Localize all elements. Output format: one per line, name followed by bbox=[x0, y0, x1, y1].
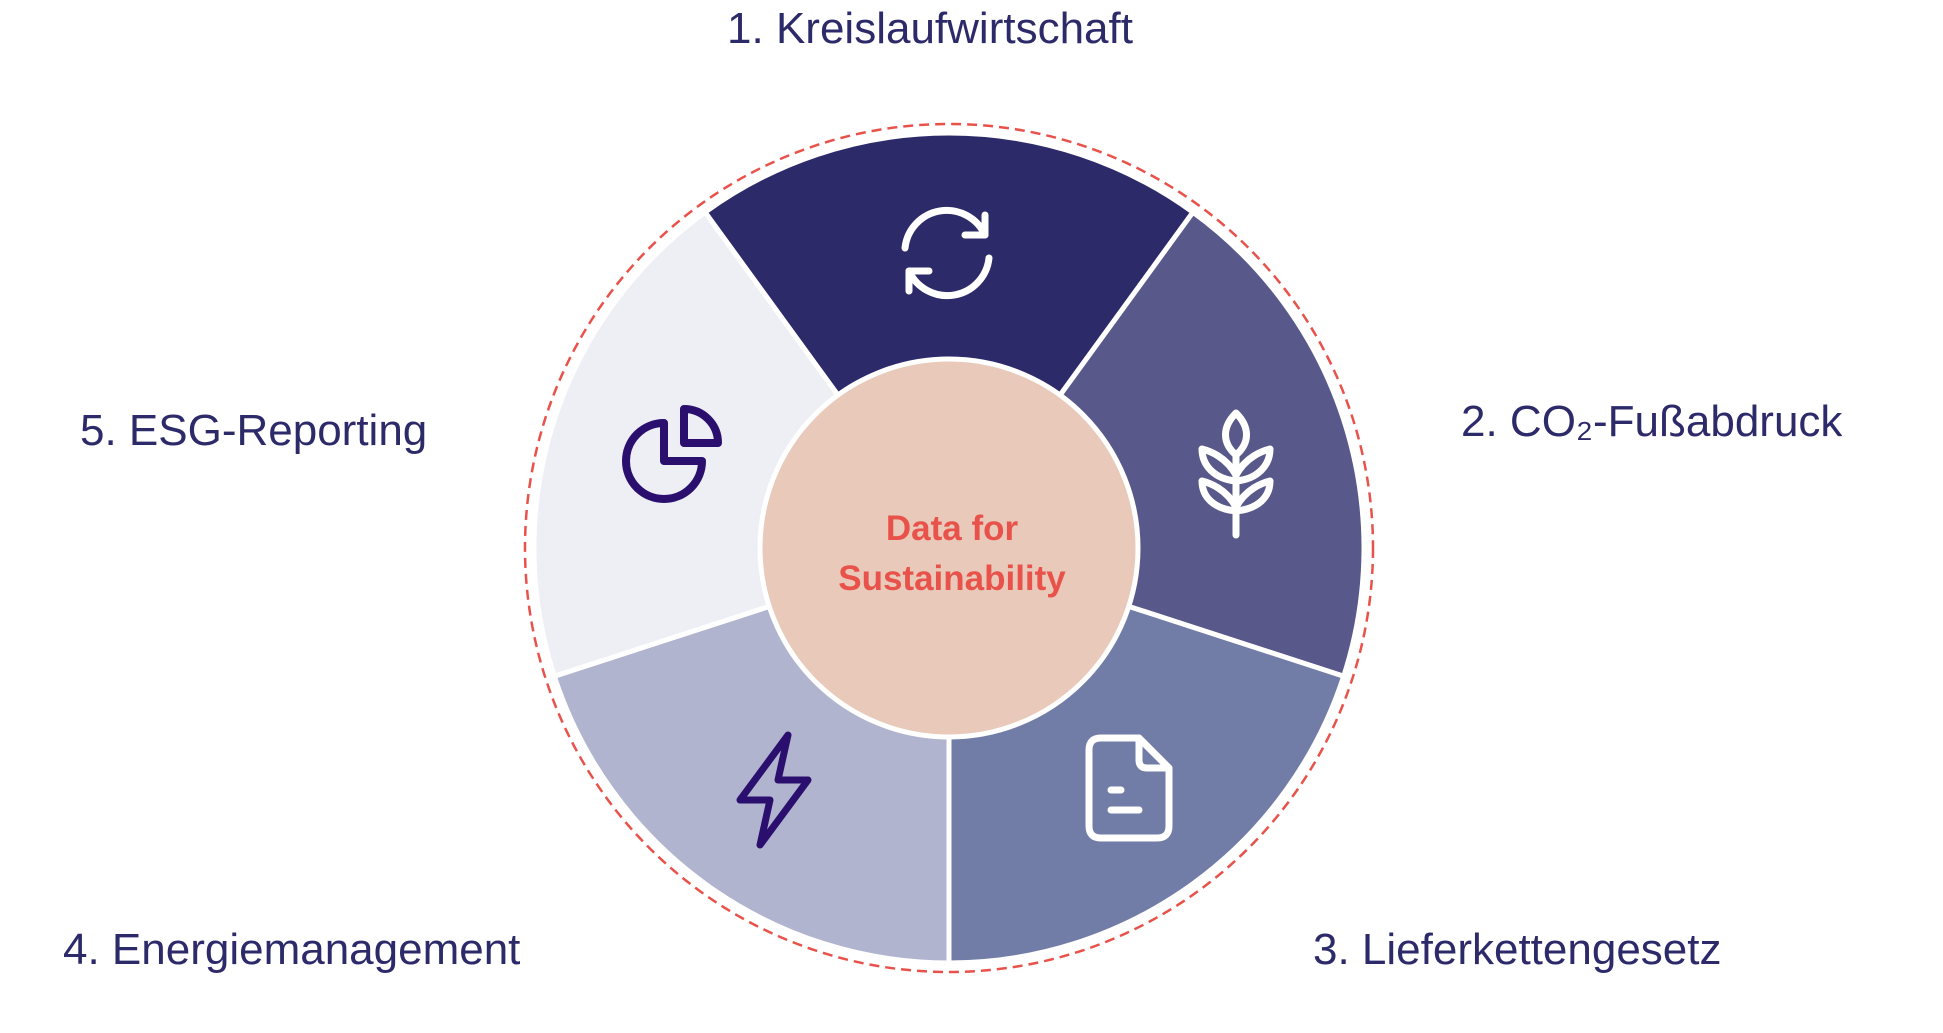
pie-chart-icon bbox=[622, 405, 722, 503]
dashed-outer-ring bbox=[523, 122, 1375, 974]
center-text-line1: Data for bbox=[886, 509, 1019, 548]
document-icon bbox=[1085, 734, 1173, 842]
center-text-line2: Sustainability bbox=[838, 559, 1066, 598]
refresh-icon bbox=[901, 206, 993, 300]
center-circle bbox=[757, 356, 1141, 740]
label-kreislaufwirtschaft: 1. Kreislaufwirtschaft bbox=[727, 4, 1133, 53]
label-co2-fussabdruck: 2. CO₂-Fußabdruck bbox=[1461, 397, 1843, 446]
lightning-icon bbox=[736, 731, 812, 849]
wheat-icon bbox=[1198, 409, 1274, 539]
label-esg-reporting: 5. ESG-Reporting bbox=[80, 406, 427, 455]
label-energiemanagement: 4. Energiemanagement bbox=[63, 925, 520, 974]
label-lieferkettengesetz: 3. Lieferkettengesetz bbox=[1313, 925, 1721, 974]
